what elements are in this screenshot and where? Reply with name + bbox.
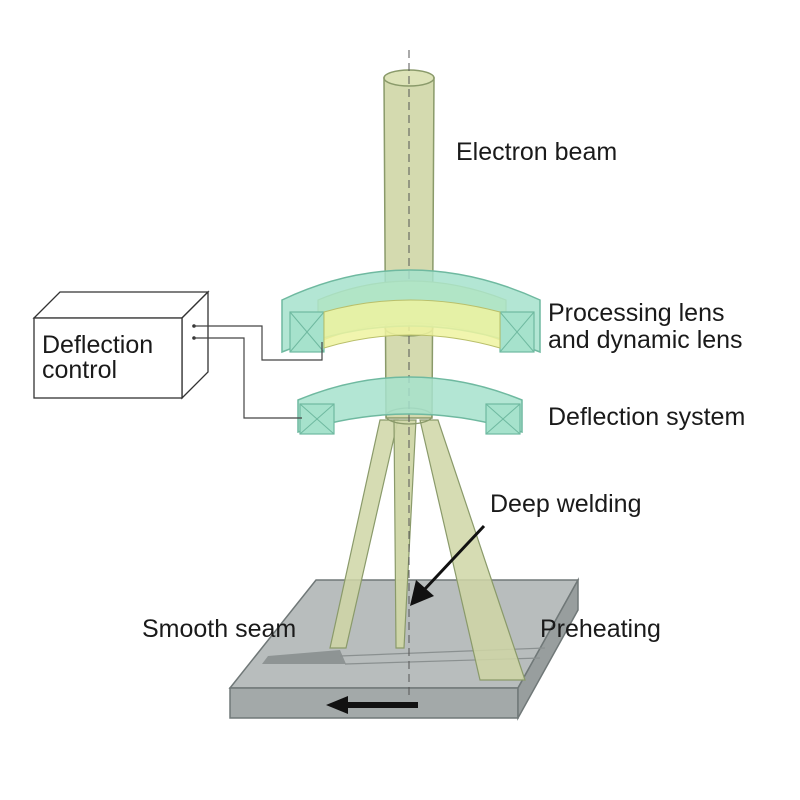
pointer-arrow-icon bbox=[410, 524, 486, 606]
label-deflection-control-line1: Deflection bbox=[42, 331, 153, 359]
control-wires bbox=[194, 325, 323, 419]
label-deep-welding: Deep welding bbox=[490, 490, 642, 518]
deflection-system bbox=[297, 376, 523, 435]
left-arrow-icon bbox=[326, 696, 418, 714]
label-deflection-control-line2: control bbox=[42, 356, 117, 384]
label-processing-lens-line1: Processing lens bbox=[548, 299, 724, 327]
label-deflection-system: Deflection system bbox=[548, 403, 745, 431]
deflection-control-box bbox=[32, 290, 210, 400]
processing-lens bbox=[281, 269, 541, 354]
split-beams bbox=[329, 419, 526, 681]
label-electron-beam: Electron beam bbox=[456, 138, 617, 166]
smooth-seam-mark bbox=[262, 650, 346, 664]
label-preheating: Preheating bbox=[540, 615, 661, 643]
label-processing-lens-line2: and dynamic lens bbox=[548, 326, 743, 354]
label-smooth-seam: Smooth seam bbox=[142, 615, 296, 643]
